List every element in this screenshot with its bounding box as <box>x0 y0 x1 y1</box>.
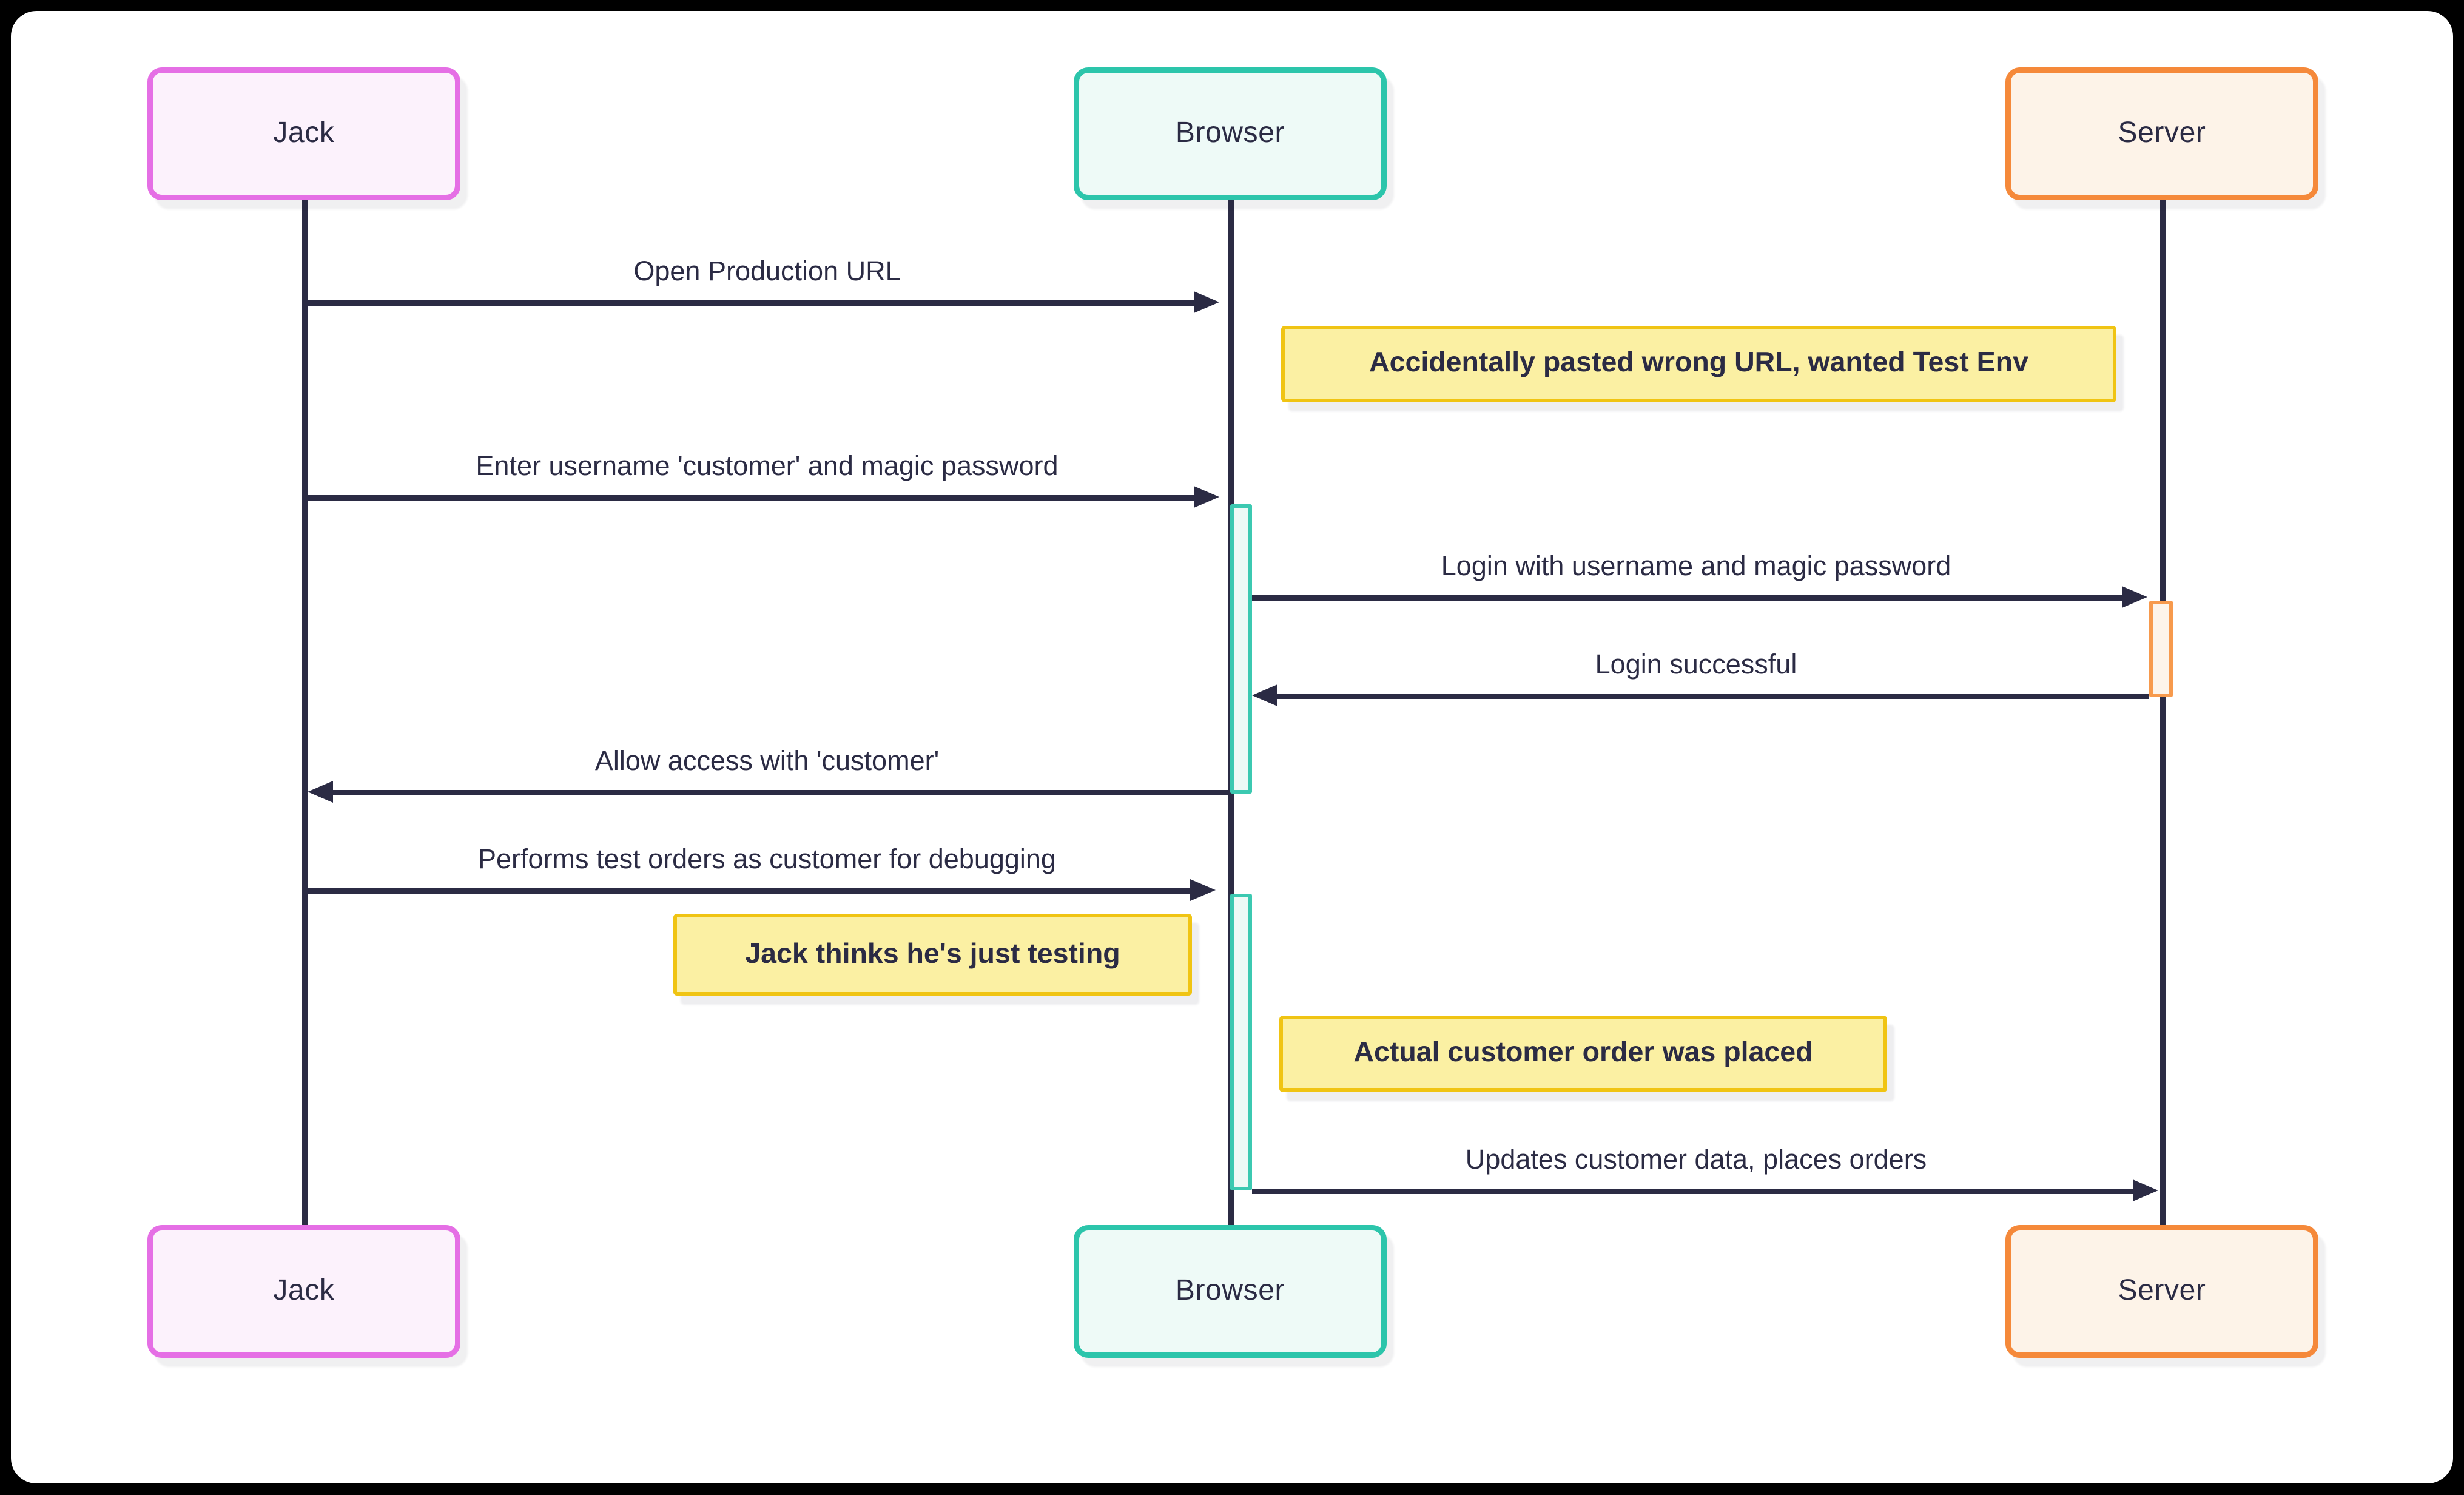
arrowhead-right-icon <box>1194 486 1219 508</box>
activation-browser-orders <box>1229 894 1252 1190</box>
actor-label: Browser <box>1175 1275 1285 1306</box>
actor-label: Server <box>2118 1275 2206 1306</box>
arrowhead-right-icon <box>1194 291 1219 313</box>
message-label: Allow access with 'customer' <box>594 746 940 777</box>
actor-label: Server <box>2118 117 2206 149</box>
message-line <box>1252 1187 2133 1193</box>
arrowhead-left-icon <box>308 781 333 803</box>
note-label: Accidentally pasted wrong URL, wanted Te… <box>1369 348 2028 379</box>
actor-label: Browser <box>1175 117 1285 149</box>
arrowhead-right-icon <box>2122 586 2147 608</box>
message-line <box>304 494 1194 500</box>
actor-jack-bottom-box: Jack <box>147 1225 460 1358</box>
note-label: Actual customer order was placed <box>1353 1038 1813 1068</box>
message-line <box>1277 692 2149 698</box>
message-line <box>304 887 1190 893</box>
message-label: Performs test orders as customer for deb… <box>478 845 1056 876</box>
message-line <box>1252 594 2122 600</box>
lifeline-jack <box>301 200 307 1227</box>
message-label: Enter username 'customer' and magic pass… <box>476 451 1059 482</box>
message-label: Login successful <box>1595 650 1797 681</box>
message-line <box>333 789 1228 795</box>
activation-server-login <box>2149 601 2173 697</box>
arrowhead-left-icon <box>1252 684 1277 706</box>
note-label: Jack thinks he's just testing <box>745 938 1120 970</box>
message-label: Login with username and magic password <box>1441 552 1951 582</box>
actor-browser-bottom-box: Browser <box>1074 1225 1387 1358</box>
actor-label: Jack <box>273 1275 335 1306</box>
message-label: Updates customer data, places orders <box>1465 1145 1927 1176</box>
note-wrong-url: Accidentally pasted wrong URL, wanted Te… <box>1281 326 2116 402</box>
message-line <box>304 299 1194 305</box>
arrowhead-right-icon <box>1190 879 1216 901</box>
lifeline-server <box>2159 200 2165 1227</box>
actor-label: Jack <box>273 117 335 149</box>
message-label: Open Production URL <box>633 257 901 288</box>
note-jack-testing: Jack thinks he's just testing <box>673 914 1192 996</box>
actor-browser-top-box: Browser <box>1074 67 1387 200</box>
actor-jack-top-box: Jack <box>147 67 460 200</box>
note-actual-order: Actual customer order was placed <box>1279 1016 1887 1092</box>
arrowhead-right-icon <box>2133 1179 2158 1201</box>
actor-server-top-box: Server <box>2005 67 2318 200</box>
activation-browser-login <box>1229 504 1252 794</box>
actor-server-bottom-box: Server <box>2005 1225 2318 1358</box>
